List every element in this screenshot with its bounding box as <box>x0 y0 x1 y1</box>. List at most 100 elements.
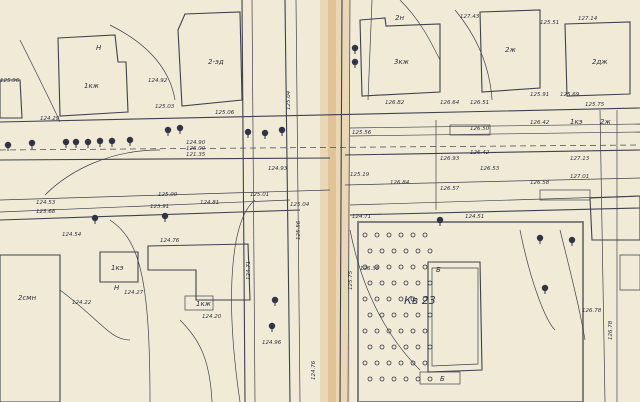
elevation-label: 126.64 <box>440 100 460 106</box>
orchard-dot <box>367 344 373 350</box>
tree-icon <box>28 139 36 149</box>
orchard-dot <box>410 360 416 366</box>
elevation-label: 126.50 <box>470 126 490 132</box>
vertical-elevation-labels: 125.04 125.56 124.71 125.75 124.76 126.7… <box>246 90 614 380</box>
elevation-label: 125.04 <box>290 202 310 208</box>
elevation-label: 124.54 <box>62 232 82 238</box>
building-1kzh <box>99 251 139 283</box>
tree-icon <box>261 129 269 139</box>
orchard-dot <box>415 376 421 382</box>
orchard-dot <box>374 328 380 334</box>
building-2n <box>57 34 129 117</box>
tree-icon <box>268 322 276 332</box>
building-kv23 <box>427 261 483 373</box>
tree-icon <box>96 137 104 147</box>
orchard-dot <box>362 360 368 366</box>
orchard-dot <box>379 280 385 286</box>
tree-icon <box>72 138 80 148</box>
buildings <box>0 9 640 402</box>
block-boundary <box>357 221 584 402</box>
elevation-label: 124.71 <box>352 214 371 220</box>
tree-icon <box>351 44 359 54</box>
building-label: 2н <box>395 14 404 22</box>
building-label: 1кж <box>196 300 212 308</box>
elevation-label: 126.51 <box>470 100 489 106</box>
orchard-dot <box>374 296 380 302</box>
elevation-label: 125.51 <box>540 20 559 26</box>
orchard-dot <box>398 360 404 366</box>
orchard-dot <box>398 264 404 270</box>
elevation-label: 125.56 <box>296 220 302 240</box>
orchard-dot <box>422 360 428 366</box>
orchard-dot <box>362 328 368 334</box>
orchard-dot <box>422 296 428 302</box>
elevation-label: 126.57 <box>440 186 460 192</box>
elevation-label: 125.96 <box>0 78 20 84</box>
orchard-dot <box>391 344 397 350</box>
orchard-dot <box>398 328 404 334</box>
elevation-label: 125.01 <box>250 192 269 198</box>
building-label: Н <box>96 44 102 52</box>
building-label: Б <box>440 375 445 383</box>
orchard-dot <box>410 296 416 302</box>
tree-icon <box>244 128 252 138</box>
elevation-label: 127.13 <box>570 156 590 162</box>
orchard-dot <box>403 376 409 382</box>
orchard-dot <box>403 344 409 350</box>
orchard-dot <box>374 360 380 366</box>
elevation-label: 125.06 <box>215 110 235 116</box>
orchard-dot <box>367 376 373 382</box>
elevation-label: 124.76 <box>311 360 317 380</box>
elevation-label: 125.69 <box>560 92 580 98</box>
elevation-label: 124.93 <box>268 166 288 172</box>
orchard-dot <box>374 232 380 238</box>
orchard-dot <box>427 312 433 318</box>
building-label: 1кж <box>84 82 100 90</box>
building-label: Б <box>436 266 441 274</box>
elevation-label: 121.35 <box>186 152 206 158</box>
tree-icon <box>278 126 286 136</box>
elevation-labels: 124.29 125.03 125.06 124.92 124.90 126.0… <box>0 14 605 346</box>
tree-icon <box>568 236 576 246</box>
elevation-label: 124.29 <box>40 116 60 122</box>
elevation-label: 123.91 <box>150 204 169 210</box>
orchard-dot <box>386 296 392 302</box>
elevation-label: 126.58 <box>530 180 550 186</box>
tree-icon <box>4 141 12 151</box>
building-2dzh <box>564 21 631 97</box>
elevation-label: 127.01 <box>570 174 589 180</box>
orchard-dot <box>379 312 385 318</box>
orchard-dot <box>415 248 421 254</box>
building-label: 3кж <box>394 58 410 66</box>
tree-icon <box>62 138 70 148</box>
orchard-dot <box>391 248 397 254</box>
orchard-dot <box>386 328 392 334</box>
orchard-dot <box>410 328 416 334</box>
tree-icon <box>271 296 279 306</box>
building-label: 1кэ <box>570 118 583 126</box>
building-edge-left <box>0 79 23 119</box>
tree-icon <box>351 58 359 68</box>
elevation-label: 126.42 <box>530 120 550 126</box>
orchard-dot <box>403 280 409 286</box>
orchard-dot <box>386 232 392 238</box>
orchard-dot <box>427 344 433 350</box>
elevation-label: 123.68 <box>36 209 56 215</box>
tree-icon <box>161 212 169 222</box>
orchard-dot <box>422 328 428 334</box>
orchard-dot <box>410 232 416 238</box>
elevation-label: 125.56 <box>352 130 372 136</box>
elevation-label: 127.43 <box>460 14 480 20</box>
elevation-label: 125.75 <box>585 102 605 108</box>
orchard-dot <box>362 264 368 270</box>
elevation-label: 126.53 <box>480 166 500 172</box>
elevation-label: 124.22 <box>72 300 92 306</box>
orchard-dot <box>367 312 373 318</box>
elevation-label: 124.53 <box>36 200 56 206</box>
tree-icon <box>84 138 92 148</box>
orchard-dot <box>422 232 428 238</box>
elevation-label: 126.84 <box>390 180 410 186</box>
building-2zh <box>479 9 541 93</box>
elevation-label: 125.19 <box>350 172 370 178</box>
building-2smn <box>0 254 61 402</box>
